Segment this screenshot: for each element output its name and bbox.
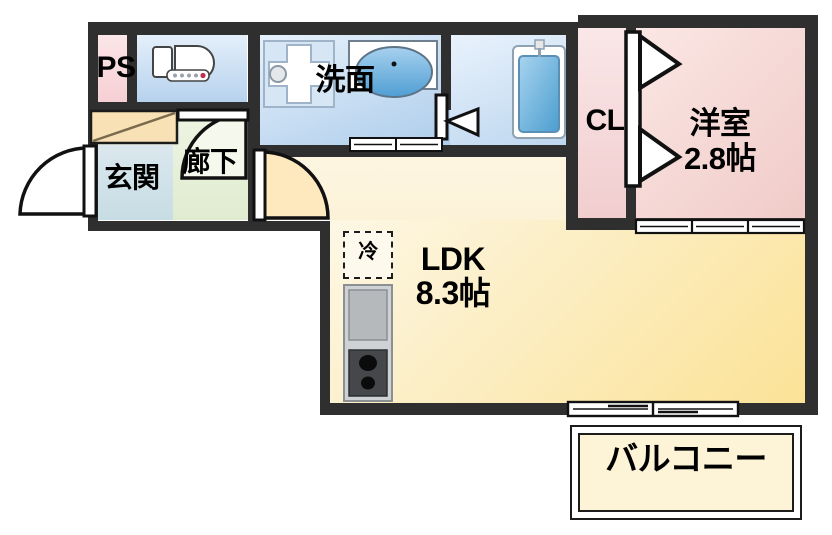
corridor-door[interactable] [176,108,250,180]
washbasin [348,40,438,100]
kitchen-stove [343,284,393,402]
room-ldk-main [330,220,805,405]
wall-ps-toilet [127,35,137,102]
wall-toilet-bottom [88,102,248,112]
label-washroom: 洗面 [315,64,376,97]
shoe-cabinet [89,109,179,145]
label-ldk-name: LDK [420,241,486,277]
label-ps: PS [96,51,136,84]
wall-right-outer [805,15,818,415]
room-ps [97,35,127,102]
room-genkan [88,145,173,220]
washroom-door[interactable] [434,93,484,147]
room-closet [578,28,632,218]
wall-bottom-genkan [88,221,330,231]
entrance-door[interactable] [18,144,98,218]
bathtub [508,38,570,143]
label-corridor: 廊下 [182,146,238,177]
washing-machine [263,40,335,108]
label-bedroom-size: 2.8帖 [683,141,757,176]
bedroom-window[interactable] [634,218,806,235]
wall-washroom-bath [441,35,451,110]
wall-top-left [88,22,578,35]
washroom-sliding-panel[interactable] [349,137,443,152]
label-bedroom-name: 洋室 [689,106,752,141]
toilet-unit [145,40,225,90]
balcony-door[interactable] [566,400,740,418]
label-genkan: 玄関 [104,162,160,193]
closet-door[interactable] [623,30,689,188]
wall-cl-left [566,145,578,230]
wall-bath-cl [566,28,578,157]
wall-top-right [578,15,805,28]
wall-cl-bedroom-bottom [626,183,636,221]
ldk-door[interactable] [252,148,330,222]
wall-ldk-left [320,221,330,415]
wall-notch-stub [626,15,634,25]
label-balcony: バルコニー [605,440,767,477]
balcony-inner [578,433,794,512]
label-ldk-size: 8.3帖 [415,275,491,311]
refrigerator-label: 冷 [358,241,378,263]
refrigerator-space: 冷 [343,231,393,279]
label-closet: CL [585,104,626,137]
